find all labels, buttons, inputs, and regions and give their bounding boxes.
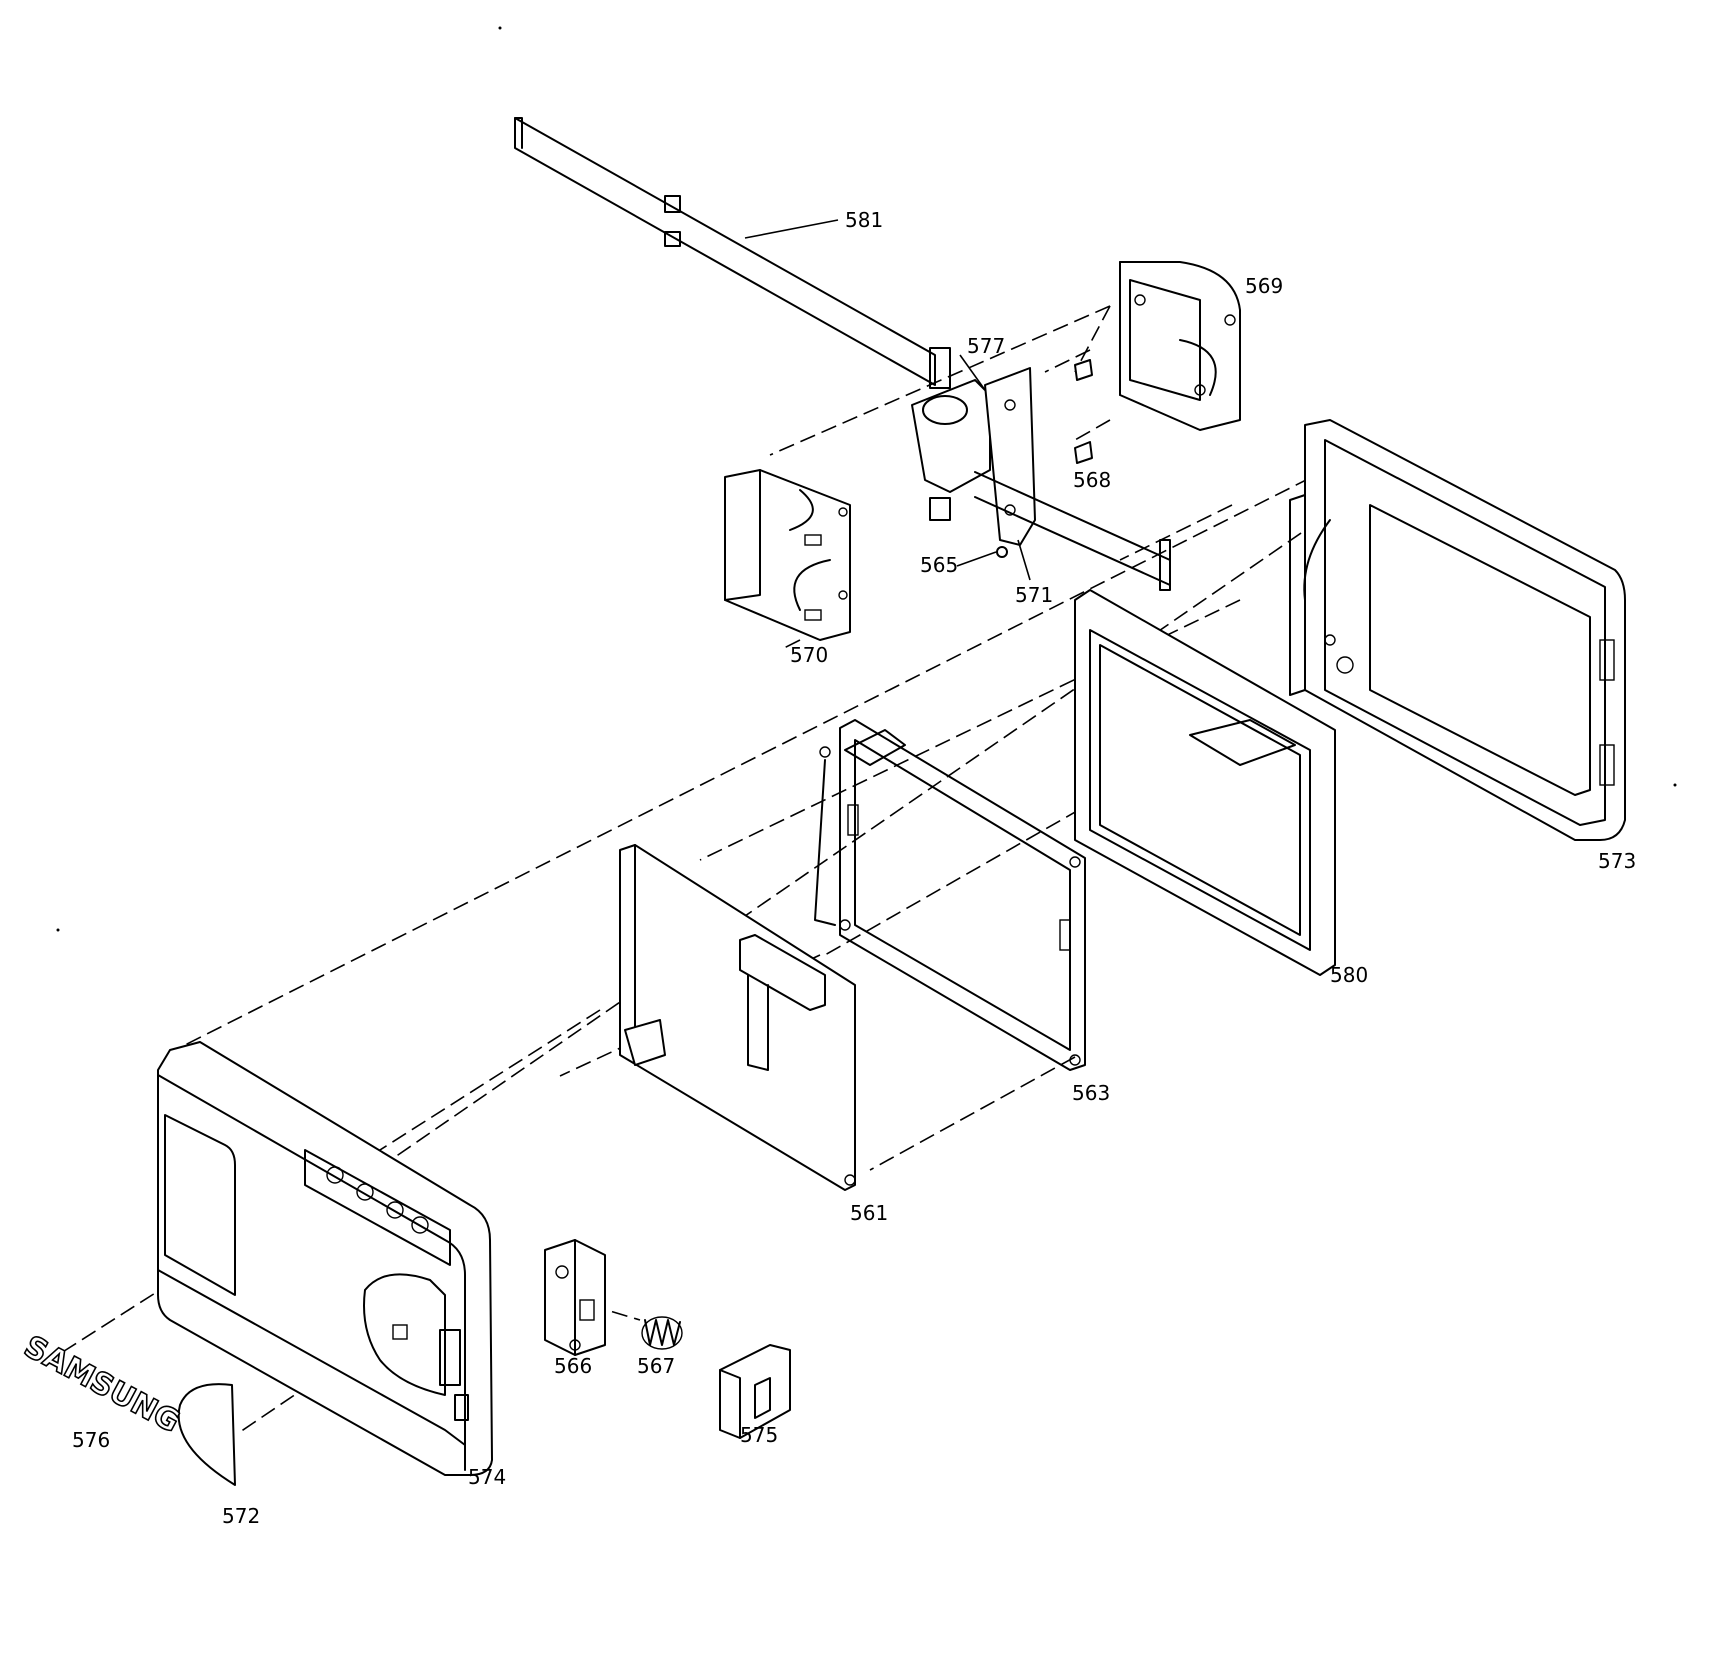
circuit-board-561 [619, 844, 856, 1191]
samsung-logo-576: SAMSUNG [17, 1328, 185, 1440]
label-575: 575 [740, 1423, 778, 1447]
flex-cable-581 [514, 117, 936, 386]
label-566: 566 [554, 1354, 592, 1378]
label-573: 573 [1598, 849, 1636, 873]
metal-frame-563 [814, 719, 1086, 1071]
nut-568 [1074, 359, 1093, 464]
label-569: 569 [1245, 274, 1283, 298]
label-563: 563 [1072, 1081, 1110, 1105]
label-574: 574 [468, 1465, 506, 1489]
screw-565 [956, 546, 1008, 567]
label-568: 568 [1073, 468, 1111, 492]
label-576: 576 [72, 1428, 110, 1452]
label-580: 580 [1330, 963, 1368, 987]
label-565: 565 [920, 553, 958, 577]
rear-frame-573 [1289, 419, 1626, 841]
samsung-logo-text: SAMSUNG [18, 1329, 185, 1440]
label-577: 577 [967, 334, 1005, 358]
label-570: 570 [790, 643, 828, 667]
stray-marks [56, 26, 1677, 932]
part-labels: 581 569 577 568 565 571 570 573 580 563 … [72, 208, 1636, 1528]
lcd-panel-580 [1074, 589, 1336, 976]
label-561: 561 [850, 1201, 888, 1225]
hinge-cover-570 [724, 469, 851, 641]
label-581: 581 [845, 208, 883, 232]
lens-cover-572 [177, 1383, 236, 1486]
hinge-assembly-577 [911, 347, 1171, 591]
label-567: 567 [637, 1354, 675, 1378]
bracket-571 [1017, 539, 1031, 581]
front-housing-574 [157, 1041, 493, 1476]
hinge-housing-569 [1119, 261, 1241, 431]
spring-567 [641, 1316, 683, 1350]
slide-knob-575 [719, 1344, 791, 1439]
label-572: 572 [222, 1504, 260, 1528]
switch-bracket-566 [544, 1239, 606, 1356]
label-571: 571 [1015, 583, 1053, 607]
